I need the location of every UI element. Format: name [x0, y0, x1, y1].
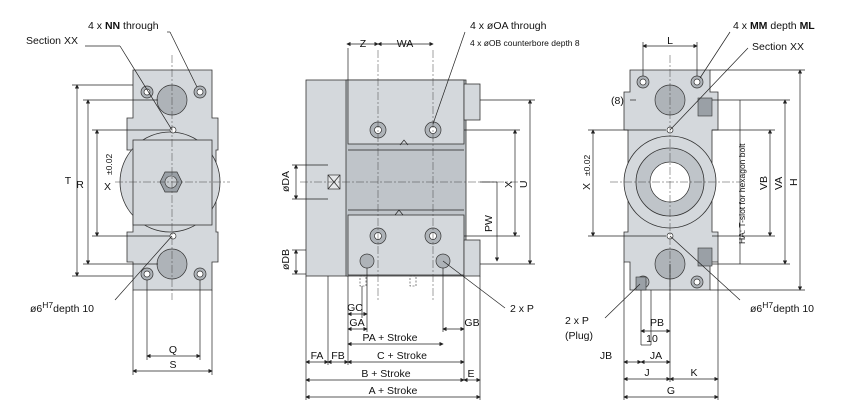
- pin-right-callout: ø6H7depth 10: [750, 300, 814, 315]
- section-xx-right-label: Section XX: [752, 41, 804, 53]
- dim-VB: VB: [758, 176, 770, 190]
- dim-A: A + Stroke: [369, 385, 418, 397]
- dim-T: T: [65, 175, 72, 187]
- dim-X-right-tol: ±0.02: [582, 155, 592, 176]
- dim-GA: GA: [349, 317, 364, 329]
- middle-view: [292, 31, 535, 400]
- dim-Q: Q: [169, 344, 177, 356]
- dim-L: L: [667, 35, 673, 47]
- nn-through-callout: 4 x NN through: [88, 20, 159, 32]
- mid-right-stub-top: [463, 83, 481, 121]
- dim-S: S: [169, 359, 176, 371]
- dim-K: K: [690, 367, 697, 379]
- dim-B: B + Stroke: [361, 368, 410, 380]
- dim-X-left: X: [104, 181, 111, 193]
- dim-DA: øDA: [280, 171, 292, 192]
- dim-G: G: [667, 385, 675, 397]
- dim-PW: PW: [483, 215, 495, 232]
- dim-U: U: [518, 180, 530, 188]
- right-plug: [635, 276, 647, 291]
- two-p-plug-callout: 2 x P: [565, 315, 589, 327]
- dim-C: C + Stroke: [377, 350, 427, 362]
- section-xx-left-label: Section XX: [26, 35, 78, 47]
- left-pin-hole-bottom: [169, 232, 177, 240]
- right-view: [588, 31, 805, 400]
- right-t-slot-top: [697, 97, 713, 117]
- dim-DB: øDB: [280, 249, 292, 270]
- dim-J: J: [644, 367, 649, 379]
- oa-through-callout: 4 x øOA through: [470, 20, 547, 32]
- pin-left-callout: ø6H7depth 10: [30, 300, 94, 315]
- dim-E: E: [467, 368, 474, 380]
- dim-VA: VA: [773, 177, 785, 190]
- two-p-callout: 2 x P: [510, 303, 534, 315]
- hexagon-slot-label: HA: T-slot for hexagon bolt: [737, 143, 747, 244]
- dim-JB: JB: [600, 350, 612, 362]
- dim-WA: WA: [397, 38, 414, 50]
- left-view: [72, 31, 230, 375]
- dim-H: H: [788, 178, 800, 186]
- ob-counterbore-callout: 4 x øOB counterbore depth 8: [470, 38, 580, 48]
- dim-GB: GB: [464, 317, 479, 329]
- eight-mm-label: (8): [611, 95, 624, 107]
- dim-FA: FA: [311, 350, 324, 362]
- dim-R: R: [76, 179, 84, 191]
- dim-X-mid: X: [503, 181, 515, 188]
- mid-end-plate: [305, 79, 349, 277]
- dim-PA: PA + Stroke: [363, 332, 418, 344]
- dim-X-left-tol: ±0.02: [104, 154, 114, 175]
- dim-Z: Z: [360, 38, 367, 50]
- mid-port-1: [359, 253, 375, 269]
- dim-X-right: X: [581, 183, 593, 190]
- mid-right-stub-bottom: [463, 239, 481, 277]
- dim-PB: PB: [650, 317, 664, 329]
- dim-JA: JA: [650, 350, 662, 362]
- dim-GC: GC: [347, 302, 363, 314]
- plug-label: (Plug): [565, 330, 593, 342]
- dim-FB: FB: [331, 350, 344, 362]
- mid-body-top: [347, 79, 465, 145]
- dim-ten: 10: [646, 333, 658, 345]
- right-t-slot-bottom: [697, 247, 713, 267]
- mm-depth-callout: 4 x MM depth ML: [733, 20, 815, 32]
